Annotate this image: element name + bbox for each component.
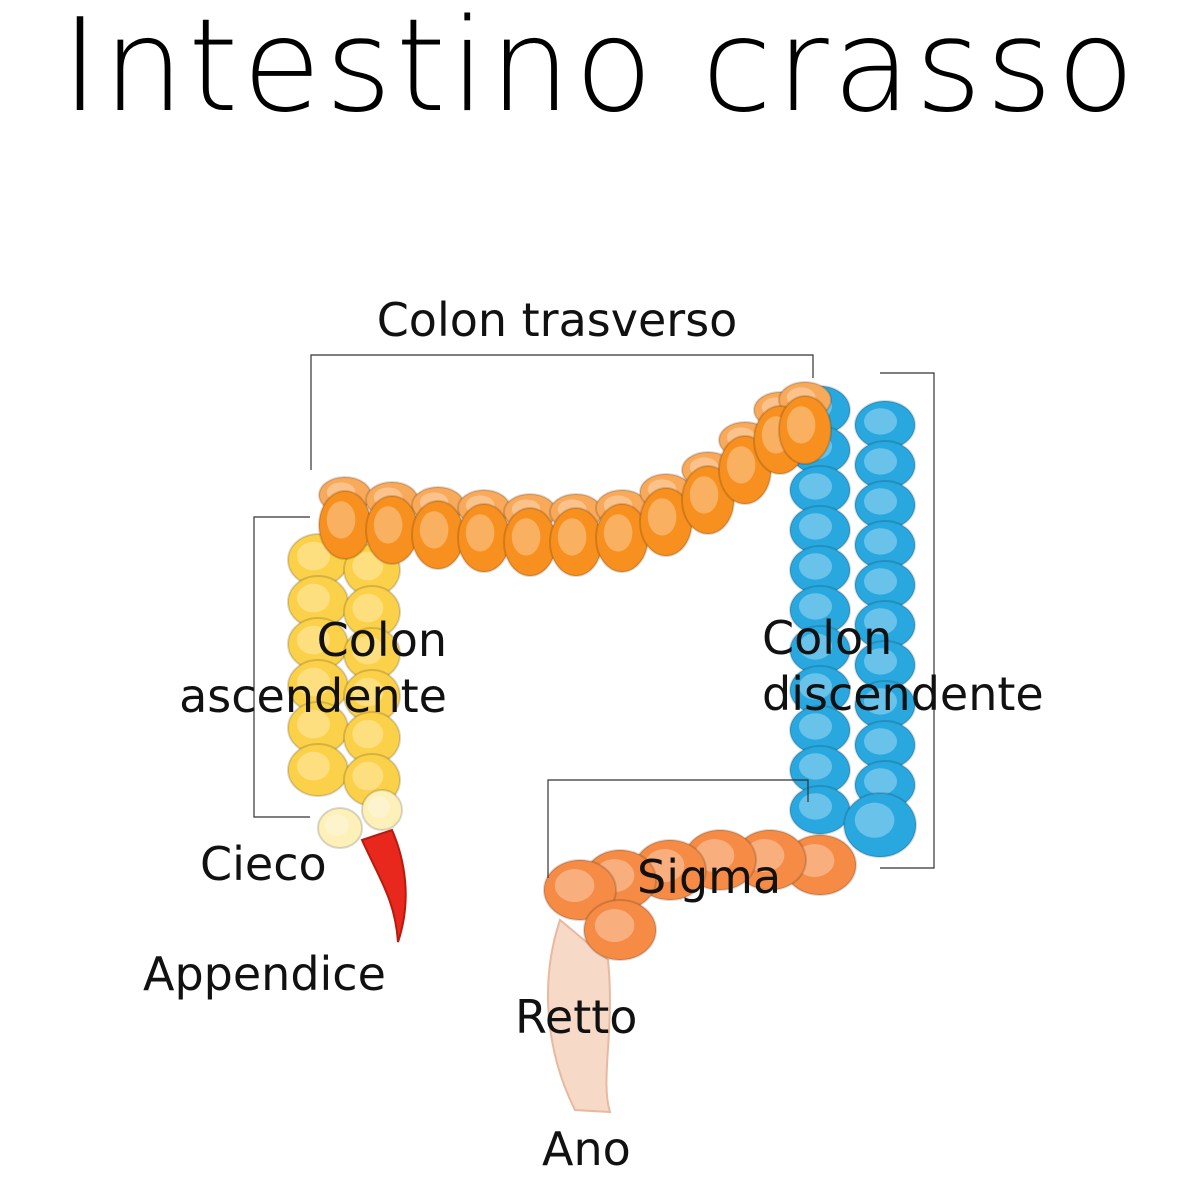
ascending-haustrum-highlight: [352, 635, 384, 665]
ascending-haustrum-highlight: [352, 551, 384, 581]
cecum-highlight: [324, 814, 349, 836]
appendix: [360, 828, 407, 943]
transverse-haustrum-highlight: [326, 501, 356, 539]
sigmoid-haustrum-highlight: [554, 869, 595, 902]
descending-haustrum-highlight: [864, 528, 897, 555]
transverse-haustrum-highlight: [419, 511, 449, 549]
sigmoid-haustrum: [583, 899, 657, 961]
descending-haustrum-highlight: [864, 608, 897, 635]
descending-haustrum: [843, 792, 917, 858]
label-descending-2: discendente: [762, 667, 1044, 721]
descending-haustrum-highlight: [799, 593, 832, 620]
ascending-haustrum-highlight: [352, 761, 384, 791]
bracket-ascending: [253, 516, 310, 818]
cecum: [361, 789, 403, 831]
sigmoid-haustrum-highlight: [594, 909, 635, 942]
ascending-haustrum-highlight: [352, 677, 384, 707]
label-anus: Ano: [542, 1122, 631, 1176]
label-descending-1: Colon: [762, 611, 892, 665]
sigmoid-haustrum: [543, 859, 617, 921]
cecum: [317, 807, 363, 849]
ascending-haustrum-highlight: [297, 583, 330, 613]
transverse-haustrum-highlight: [689, 476, 719, 514]
label-appendix: Appendice: [143, 947, 386, 1001]
rectum: [547, 918, 612, 1114]
descending-haustrum-highlight: [799, 473, 832, 500]
transverse-haustrum-highlight: [786, 406, 816, 444]
label-sigmoid: Sigma: [637, 850, 781, 904]
descending-haustrum-highlight: [799, 793, 832, 820]
ascending-haustrum-highlight: [297, 541, 330, 571]
page-title: Intestino crasso: [61, 0, 1139, 141]
descending-haustrum-highlight: [799, 753, 832, 780]
sigmoid-colon: [543, 829, 857, 961]
descending-haustrum-highlight: [864, 768, 897, 795]
transverse-haustrum: [778, 395, 832, 465]
descending-haustrum-highlight: [799, 513, 832, 540]
descending-haustrum-highlight: [864, 408, 897, 435]
label-ascending-2: ascendente: [179, 669, 447, 723]
transverse-colon: [318, 381, 832, 577]
ascending-haustrum-highlight: [297, 667, 330, 697]
descending-haustrum-highlight: [864, 568, 897, 595]
label-rectum: Retto: [515, 990, 637, 1044]
transverse-haustrum-highlight: [373, 506, 403, 544]
transverse-haustrum-highlight: [511, 518, 541, 556]
ascending-haustrum-highlight: [297, 709, 330, 739]
transverse-haustrum-highlight: [726, 446, 756, 484]
bracket-transverse: [310, 354, 814, 470]
label-cecum: Cieco: [200, 837, 327, 891]
descending-haustrum-highlight: [799, 673, 832, 700]
transverse-haustrum-highlight: [557, 518, 587, 556]
descending-haustrum-highlight: [854, 802, 895, 838]
transverse-haustrum-highlight: [465, 514, 495, 552]
transverse-haustrum-highlight: [647, 498, 677, 536]
descending-haustrum-highlight: [864, 728, 897, 755]
descending-haustrum-highlight: [864, 448, 897, 475]
descending-haustrum-highlight: [864, 488, 897, 515]
descending-haustrum-highlight: [799, 633, 832, 660]
ascending-haustrum-highlight: [352, 593, 384, 623]
label-transverse: Colon trasverso: [377, 293, 738, 347]
bracket-sigmoid: [547, 779, 809, 878]
ascending-haustrum-highlight: [297, 625, 330, 655]
ascending-haustrum-highlight: [352, 719, 384, 749]
transverse-haustrum-highlight: [603, 514, 633, 552]
descending-haustrum-highlight: [864, 648, 897, 675]
ascending-haustrum-highlight: [297, 751, 330, 781]
descending-haustrum-highlight: [864, 688, 897, 715]
cecum-highlight: [368, 796, 390, 818]
descending-haustrum-highlight: [799, 713, 832, 740]
bracket-descending: [880, 372, 935, 869]
label-ascending-1: Colon: [317, 613, 447, 667]
descending-haustrum-highlight: [799, 553, 832, 580]
